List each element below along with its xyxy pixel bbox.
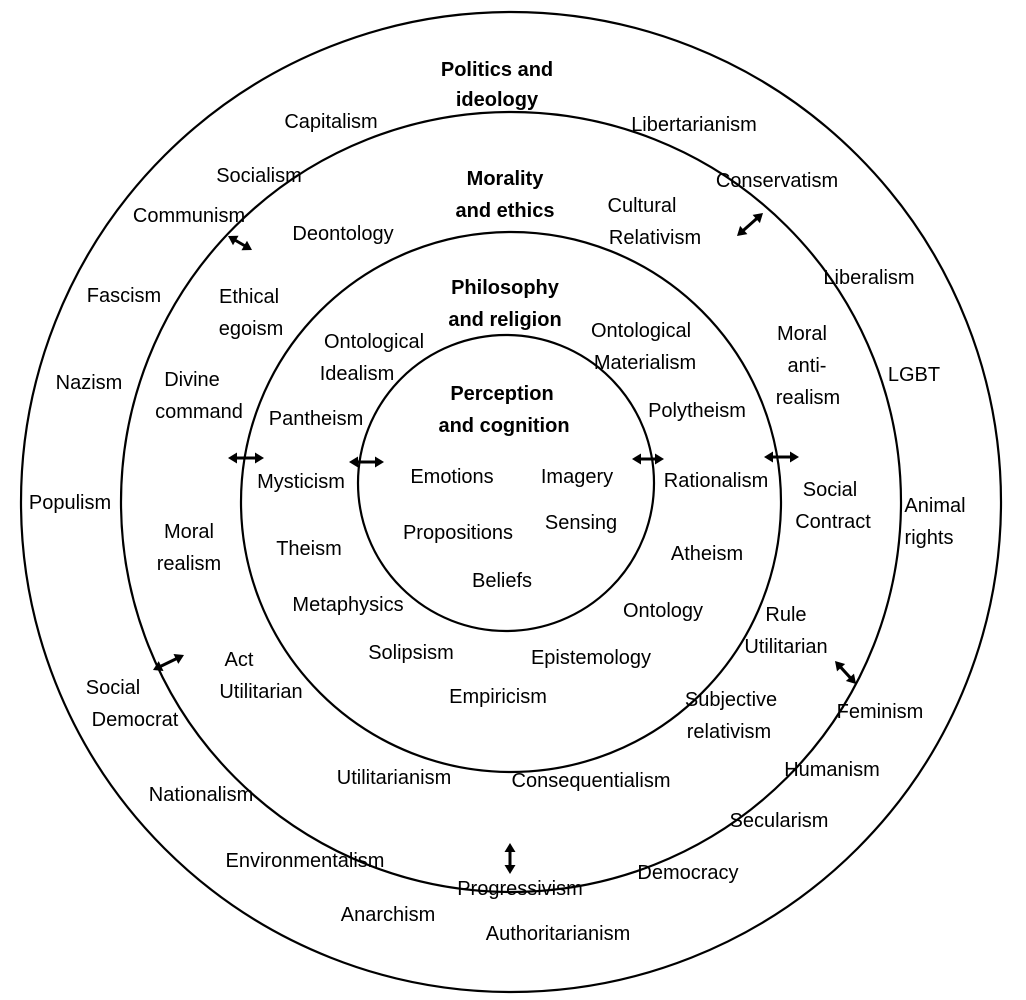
- term-act-utilitarian-line-1: Act: [225, 649, 254, 671]
- term-pantheism: Pantheism: [269, 408, 364, 430]
- term-progressivism: Progressivism: [457, 878, 583, 900]
- double-arrow-icon: [835, 661, 856, 684]
- term-social-contract-line-2: Contract: [795, 511, 871, 533]
- term-libertarianism: Libertarianism: [631, 114, 757, 136]
- term-mysticism: Mysticism: [257, 471, 345, 493]
- term-cultural-relativism-line-2: Relativism: [609, 227, 701, 249]
- term-emotions: Emotions: [410, 466, 493, 488]
- double-arrow-icon: [349, 456, 384, 468]
- heading-philosophy-line-2: and religion: [448, 309, 561, 331]
- term-consequentialism: Consequentialism: [512, 770, 671, 792]
- ring-3-circle: [239, 230, 783, 774]
- term-rationalism: Rationalism: [664, 470, 768, 492]
- term-ontology: Ontology: [623, 600, 703, 622]
- double-arrow-icon: [504, 843, 516, 874]
- term-ontological-materialism-line-2: Materialism: [594, 352, 696, 374]
- term-imagery: Imagery: [541, 466, 613, 488]
- term-communism: Communism: [133, 205, 245, 227]
- term-democracy: Democracy: [637, 862, 738, 884]
- term-divine-command-line-1: Divine: [164, 369, 220, 391]
- term-subjective-relativism-line-2: relativism: [687, 721, 771, 743]
- term-ontological-idealism-line-2: Idealism: [320, 363, 394, 385]
- term-humanism: Humanism: [784, 759, 880, 781]
- double-arrow-icon: [153, 653, 184, 672]
- term-social-democrat-line-1: Social: [86, 677, 140, 699]
- term-social-democrat-line-2: Democrat: [92, 709, 179, 731]
- double-arrow-icon: [228, 452, 264, 464]
- term-animal-rights-line-2: rights: [905, 527, 954, 549]
- term-nazism: Nazism: [56, 372, 123, 394]
- term-ontological-materialism-line-1: Ontological: [591, 320, 691, 342]
- term-solipsism: Solipsism: [368, 642, 454, 664]
- term-feminism: Feminism: [837, 701, 924, 723]
- term-propositions: Propositions: [403, 522, 513, 544]
- term-polytheism: Polytheism: [648, 400, 746, 422]
- double-arrow-icon: [632, 453, 664, 465]
- term-authoritarianism: Authoritarianism: [486, 923, 631, 945]
- term-ethical-egoism-line-1: Ethical: [219, 286, 279, 308]
- term-moral-anti-realism-line-3: realism: [776, 387, 840, 409]
- ring-2-circle: [119, 110, 903, 894]
- heading-philosophy-line-1: Philosophy: [451, 277, 560, 299]
- term-moral-realism-line-1: Moral: [164, 521, 214, 543]
- term-cultural-relativism-line-1: Cultural: [608, 195, 677, 217]
- term-fascism: Fascism: [87, 285, 161, 307]
- term-moral-realism-line-2: realism: [157, 553, 221, 575]
- term-capitalism: Capitalism: [284, 111, 377, 133]
- outer-ring-circle: [19, 10, 1003, 994]
- inner-ring-circle: [356, 333, 656, 633]
- term-beliefs: Beliefs: [472, 570, 532, 592]
- term-socialism: Socialism: [216, 165, 302, 187]
- term-nationalism: Nationalism: [149, 784, 253, 806]
- term-anarchism: Anarchism: [341, 904, 435, 926]
- term-metaphysics: Metaphysics: [292, 594, 403, 616]
- double-arrow-icon: [228, 235, 252, 251]
- heading-perception-line-1: Perception: [450, 383, 553, 405]
- term-social-contract-line-1: Social: [803, 479, 857, 501]
- term-act-utilitarian-line-2: Utilitarian: [219, 681, 302, 703]
- term-liberalism: Liberalism: [823, 267, 914, 289]
- term-empiricism: Empiricism: [449, 686, 547, 708]
- term-moral-anti-realism-line-2: anti-: [788, 355, 827, 377]
- double-arrow-icon: [737, 213, 763, 236]
- term-rule-utilitarian-line-2: Utilitarian: [744, 636, 827, 658]
- term-animal-rights-line-1: Animal: [904, 495, 965, 517]
- heading-politics-line-2: ideology: [456, 89, 539, 111]
- term-secularism: Secularism: [730, 810, 829, 832]
- double-arrow-icon: [764, 451, 799, 463]
- term-sensing: Sensing: [545, 512, 617, 534]
- heading-morality-line-2: and ethics: [456, 200, 555, 222]
- term-epistemology: Epistemology: [531, 647, 651, 669]
- term-deontology: Deontology: [292, 223, 393, 245]
- term-conservatism: Conservatism: [716, 170, 838, 192]
- term-ethical-egoism-line-2: egoism: [219, 318, 283, 340]
- term-utilitarianism: Utilitarianism: [337, 767, 451, 789]
- term-atheism: Atheism: [671, 543, 743, 565]
- heading-perception-line-2: and cognition: [438, 415, 569, 437]
- term-ontological-idealism-line-1: Ontological: [324, 331, 424, 353]
- heading-politics-line-1: Politics and: [441, 59, 553, 81]
- term-environmentalism: Environmentalism: [226, 850, 385, 872]
- term-divine-command-line-2: command: [155, 401, 243, 423]
- term-rule-utilitarian-line-1: Rule: [765, 604, 806, 626]
- term-moral-anti-realism-line-1: Moral: [777, 323, 827, 345]
- term-lgbt: LGBT: [888, 364, 940, 386]
- term-theism: Theism: [276, 538, 342, 560]
- term-subjective-relativism-line-1: Subjective: [685, 689, 777, 711]
- heading-morality-line-1: Morality: [467, 168, 545, 190]
- term-populism: Populism: [29, 492, 111, 514]
